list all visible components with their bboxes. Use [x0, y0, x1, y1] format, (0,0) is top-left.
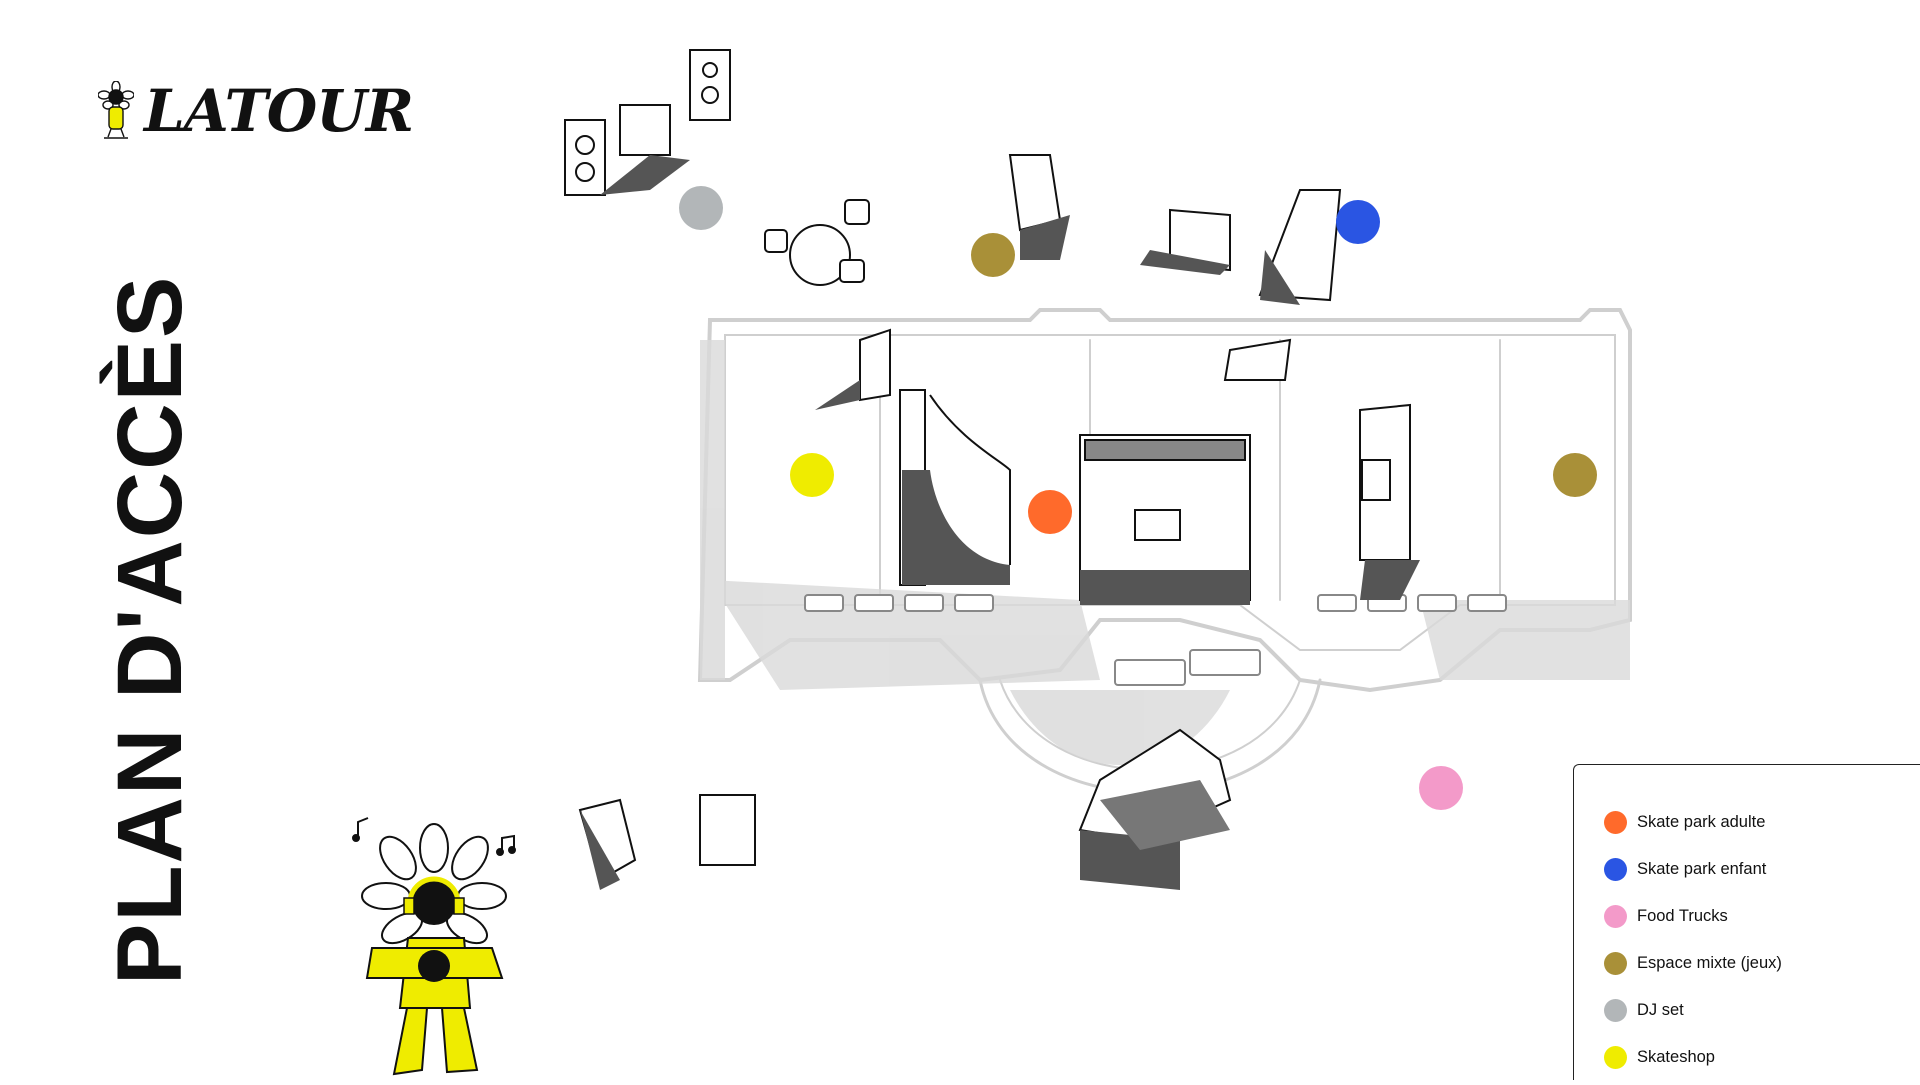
dj-flower-mascot-icon [352, 817, 516, 1076]
brand-logo[interactable]: LATOUR [98, 77, 414, 145]
legend-label: Skate park enfant [1637, 860, 1767, 878]
orange-dot-icon [1604, 811, 1627, 834]
legend-label: Food Trucks [1637, 907, 1728, 925]
blue-dot-icon [1604, 858, 1627, 881]
legend-label: Skateshop [1637, 1048, 1715, 1066]
map-legend: Skate park adulte Skate park enfant Food… [1573, 764, 1920, 1080]
legend-item-skateshop: Skateshop [1604, 1034, 1920, 1081]
legend-item-dj-set: DJ set [1604, 987, 1920, 1034]
venue-map-drawing [564, 49, 1632, 890]
map-marker-food-trucks[interactable] [1419, 766, 1463, 810]
legend-label: Skate park adulte [1637, 813, 1766, 831]
map-marker-skate-park-adulte[interactable] [1028, 490, 1072, 534]
legend-label: DJ set [1637, 1001, 1684, 1019]
flower-mascot-icon [98, 81, 134, 139]
legend-label: Espace mixte (jeux) [1637, 954, 1782, 972]
legend-item-espace-mixte: Espace mixte (jeux) [1604, 940, 1920, 987]
legend-item-skate-park-enfant: Skate park enfant [1604, 846, 1920, 893]
grey-dot-icon [1604, 999, 1627, 1022]
map-marker-skateshop[interactable] [790, 453, 834, 497]
map-marker-skate-park-enfant[interactable] [1336, 200, 1380, 244]
yellow-dot-icon [1604, 1046, 1627, 1069]
map-marker-espace-mixte[interactable] [971, 233, 1015, 277]
olive-dot-icon [1604, 952, 1627, 975]
map-marker-espace-mixte-right[interactable] [1553, 453, 1597, 497]
legend-item-food-trucks: Food Trucks [1604, 893, 1920, 940]
venue-map [540, 40, 1660, 920]
page-title: PLAN D'ACCÈS [99, 274, 201, 985]
map-marker-dj-set[interactable] [679, 186, 723, 230]
legend-item-skate-park-adulte: Skate park adulte [1604, 799, 1920, 846]
flower-mascot-illustration [352, 808, 542, 1080]
pink-dot-icon [1604, 905, 1627, 928]
brand-name: LATOUR [144, 77, 414, 145]
page-title-container: PLAN D'ACCÈS [99, 275, 201, 985]
